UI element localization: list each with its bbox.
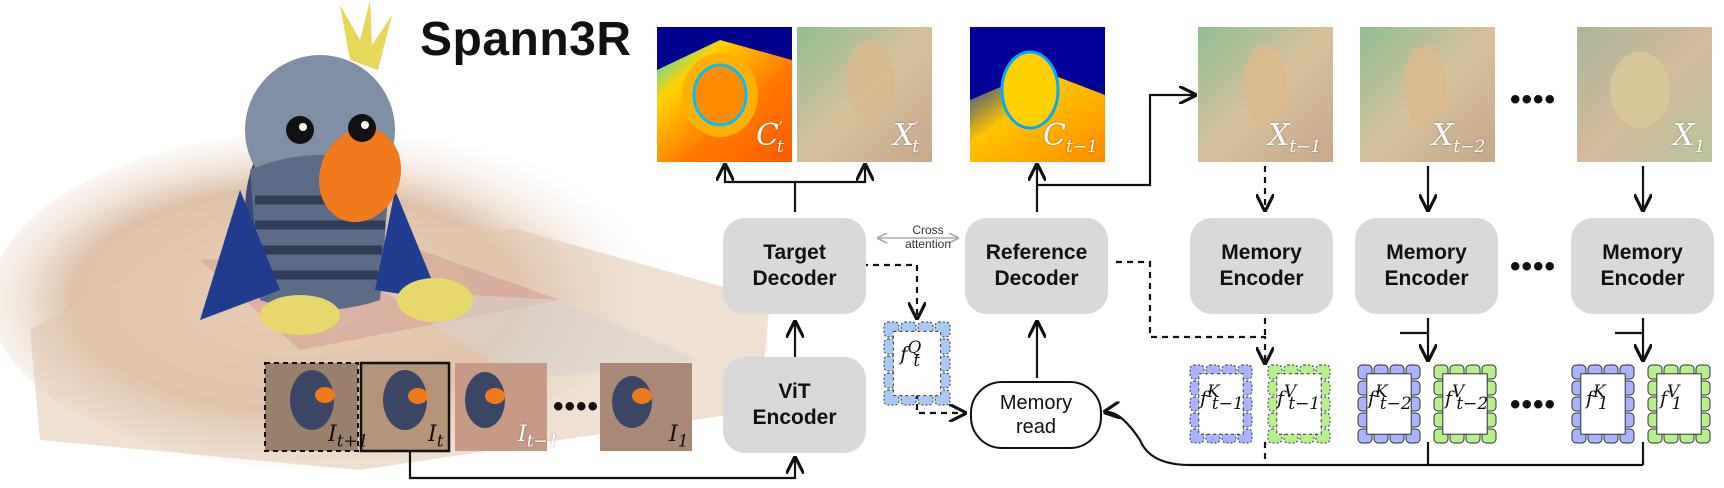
memory-encoder-label: Memory Encoder [1600,240,1685,290]
conf-reference-label: Ct−1 [1043,118,1098,157]
key-token-grid [1189,364,1253,444]
pts-target-label: X′t [893,118,920,157]
memory-value-label: fVt−2 [1445,382,1489,415]
conf-target-label: C′t [756,118,784,157]
vit-encoder-block: ViT Encoder [723,357,866,453]
input-frames [264,361,692,453]
memory-encoder-label: Memory Encoder [1219,240,1304,290]
output-maps [657,27,1712,162]
query-feature-label: fQt [900,338,922,371]
memory-encoder-block: Memory Encoder [1571,218,1714,314]
memory-key-label: fK1 [1586,382,1609,415]
memory-encoder-block: Memory Encoder [1190,218,1333,314]
value-token-grid [1267,364,1331,444]
ellipsis-dots: •••• [1510,83,1557,116]
query-token-grid [883,321,951,406]
reference-decoder-label: Reference Decoder [985,240,1088,290]
target-decoder-block: Target Decoder [723,218,866,314]
memory-value-label: fVt−1 [1277,382,1321,415]
ellipsis-dots: •••• [1510,250,1557,283]
target-decoder-label: Target Decoder [752,240,837,290]
memory-pts-label: X1 [1673,118,1706,157]
cross-attention-label: Cross attention [904,223,952,251]
value-token-grid [1647,364,1711,444]
vit-encoder-label: ViT Encoder [752,379,837,429]
ellipsis-dots: •••• [1510,388,1557,421]
point-cloud-render [0,0,770,470]
memory-read-label: Memory read [999,392,1073,438]
connectors [408,95,1643,480]
feature-tokens [883,321,1711,444]
memory-value-label: fV1 [1660,382,1683,415]
memory-encoder-block: Memory Encoder [1355,218,1498,314]
input-frame-label: It−1 [518,422,559,452]
page-title: Spann3R [420,13,632,66]
memory-read-block: Memory read [970,381,1102,449]
input-frame-label: It [428,422,444,452]
value-token-grid [1433,364,1497,444]
reference-decoder-block: Reference Decoder [965,218,1108,314]
memory-key-label: fKt−1 [1200,382,1244,415]
key-token-grid [1357,364,1421,444]
memory-pts-label: Xt−1 [1268,118,1322,157]
input-frame-label: I1 [669,422,689,452]
input-frame-label: It+1 [328,422,369,452]
ellipsis-dots: •••• [553,390,600,423]
memory-key-label: fKt−2 [1368,382,1412,415]
key-token-grid [1571,364,1635,444]
memory-pts-label: Xt−2 [1432,118,1486,157]
memory-encoder-label: Memory Encoder [1384,240,1469,290]
